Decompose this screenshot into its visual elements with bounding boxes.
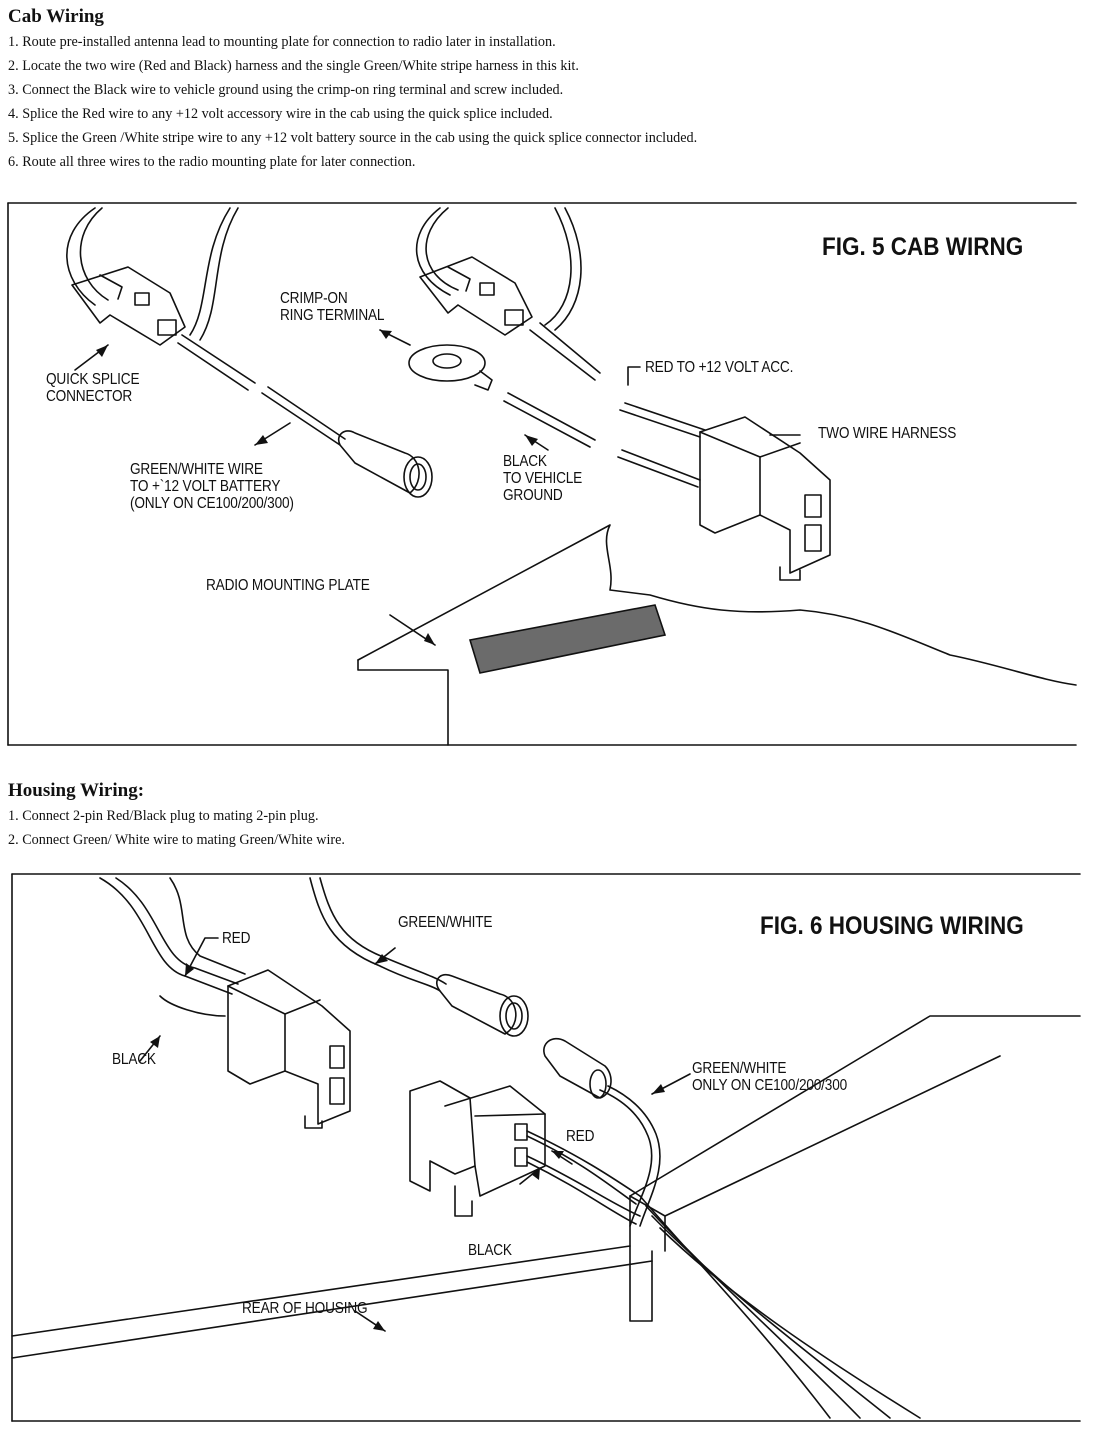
fig5-cab-wiring-diagram: FIG. 5 CAB WIRNG CRIMP-ON RING TERMINAL …	[0, 195, 1093, 755]
housing-step: 1. Connect 2-pin Red/Black plug to matin…	[8, 808, 319, 824]
fig5-label-red: RED TO +12 VOLT ACC.	[645, 359, 794, 376]
housing-wiring-section: Housing Wiring: 1. Connect 2-pin Red/Bla…	[8, 780, 345, 852]
fig5-label-green-white: GREEN/WHITE WIRE TO +`12 VOLT BATTERY (O…	[130, 461, 294, 512]
fig6-label-red-top: RED	[222, 930, 251, 947]
cab-wiring-steps: 1. Route pre-installed antenna lead to m…	[8, 30, 697, 174]
cab-step: 3. Connect the Black wire to vehicle gro…	[8, 82, 564, 98]
cab-step: 5. Splice the Green /White stripe wire t…	[8, 130, 698, 146]
fig6-housing-wiring-diagram: FIG. 6 HOUSING WIRING RED GREEN/WHITE BL…	[0, 866, 1093, 1431]
fig6-drawing	[11, 873, 1081, 1422]
housing-wiring-steps: 1. Connect 2-pin Red/Black plug to matin…	[8, 804, 345, 852]
cab-step: 4. Splice the Red wire to any +12 volt a…	[8, 106, 553, 122]
housing-step: 2. Connect Green/ White wire to mating G…	[8, 832, 345, 848]
fig5-label-quick-splice: QUICK SPLICE CONNECTOR	[46, 371, 140, 405]
cab-step: 6. Route all three wires to the radio mo…	[8, 154, 416, 170]
fig6-label-rear: REAR OF HOUSING	[242, 1300, 368, 1317]
fig6-label-black-mid: BLACK	[468, 1242, 512, 1259]
fig6-title: FIG. 6 HOUSING WIRING	[760, 912, 1024, 940]
fig5-label-plate: RADIO MOUNTING PLATE	[206, 577, 370, 594]
cab-wiring-heading: Cab Wiring	[8, 6, 104, 27]
cab-wiring-section: Cab Wiring 1. Route pre-installed antenn…	[8, 6, 697, 174]
fig5-drawing	[7, 202, 1077, 746]
fig5-label-crimp: CRIMP-ON RING TERMINAL	[280, 290, 385, 324]
housing-wiring-heading: Housing Wiring:	[8, 780, 145, 801]
fig5-label-two-wire: TWO WIRE HARNESS	[818, 425, 957, 442]
fig5-title: FIG. 5 CAB WIRNG	[822, 233, 1024, 261]
fig5-label-black: BLACK TO VEHICLE GROUND	[503, 453, 583, 504]
fig6-label-green-white-top: GREEN/WHITE	[398, 914, 493, 931]
cab-step: 1. Route pre-installed antenna lead to m…	[8, 34, 556, 50]
fig6-label-green-white-only: GREEN/WHITE ONLY ON CE100/200/300	[692, 1060, 848, 1094]
cab-step: 2. Locate the two wire (Red and Black) h…	[8, 58, 579, 74]
fig6-label-red-mid: RED	[566, 1128, 595, 1145]
fig6-label-black-left: BLACK	[112, 1051, 156, 1068]
